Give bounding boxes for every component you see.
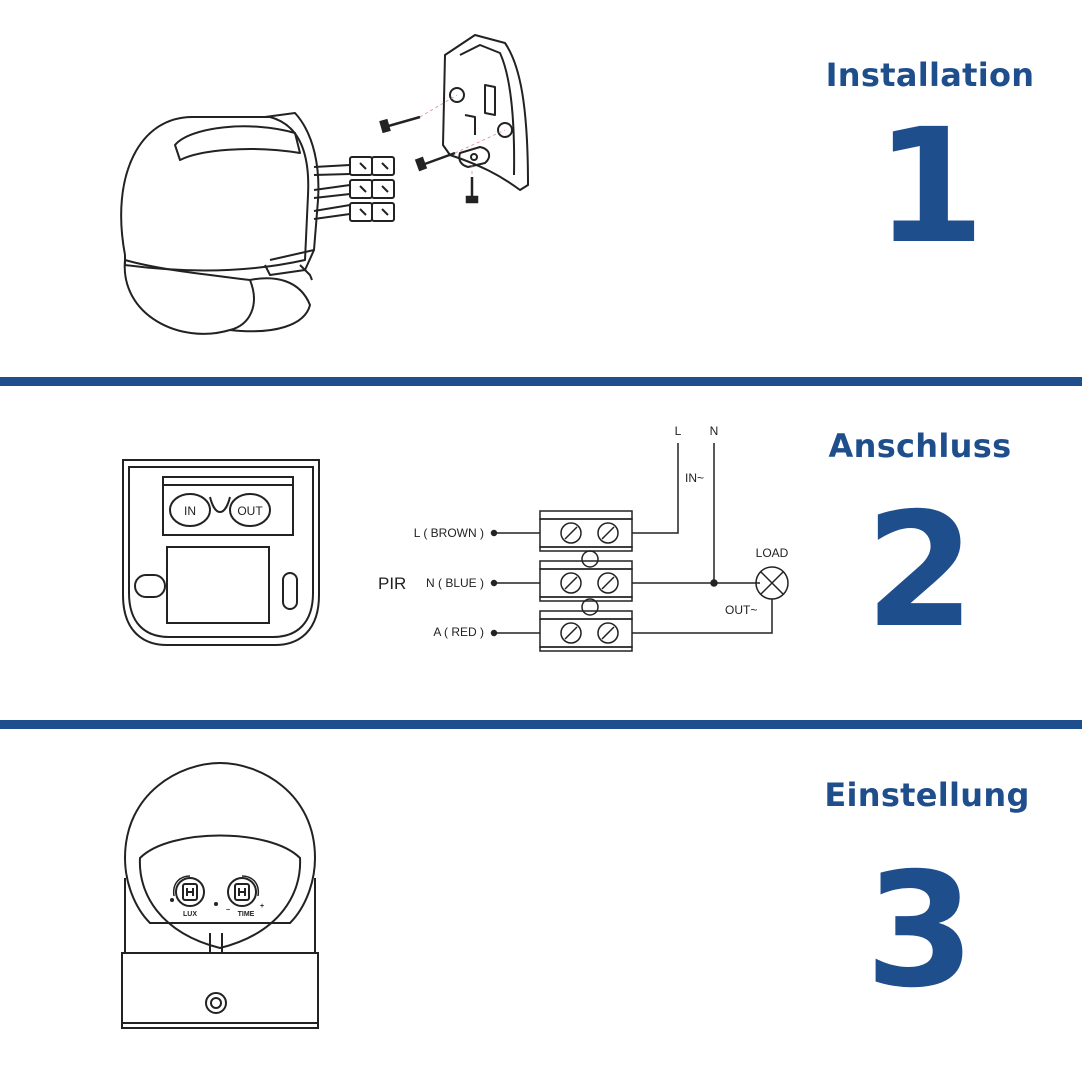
cable-3 [313,204,351,212]
sensor-face [138,834,302,950]
screw-3 [465,177,479,204]
load-lamp-icon [755,566,789,600]
terminal-row-brown [539,510,633,552]
sensor-head [123,761,317,924]
wall-mount-plate [442,34,529,191]
line-n-wire [632,443,760,584]
terminal-row-red [539,610,633,652]
sensor-window [174,125,301,161]
cable-1 [313,164,351,168]
line-l-label: L [675,424,682,438]
lux-label: LUX [183,911,197,918]
step-2-number: 2 [865,479,975,663]
sensor-cutout [166,546,270,624]
mount-bracket [458,146,491,168]
step-3-title: Einstellung [824,776,1030,814]
time-plus-label: + [260,903,264,910]
output-wire [632,599,773,634]
installation-drawing [120,34,529,335]
sensor-dome [120,115,310,272]
sensor-lens [123,259,255,335]
wire-brown-label: L ( BROWN ) [414,526,484,540]
mount-slot-right [282,572,298,610]
back-plate-outline [122,459,320,646]
mount-slot-left [134,574,166,598]
step-1-title: Installation [825,56,1035,94]
sensor-base [264,112,320,261]
line-l-wire [632,443,679,534]
time-label: TIME [238,911,255,918]
lux-dial[interactable] [172,875,205,907]
screw-1 [379,115,421,134]
pir-label: PIR [378,574,406,593]
sensor-mount-box [121,952,319,1029]
sensor-adjustment-drawing: LUX TIME − + [121,761,319,1029]
section-divider-2 [0,720,1082,729]
spacer-2 [581,598,599,616]
in-terminal-label: IN [184,504,196,518]
input-label: IN~ [685,471,704,485]
load-label: LOAD [756,546,789,560]
section-divider-1 [0,377,1082,386]
time-minus-label: − [226,907,230,914]
mount-screw-hole [205,992,227,1014]
terminal-block [349,156,395,222]
line-n-label: N [710,424,719,438]
cable-2 [313,184,351,191]
out-terminal-label: OUT [237,504,263,518]
terminal-row-blue [539,560,633,602]
indicator-led [214,902,218,906]
output-label: OUT~ [725,603,757,617]
back-plate-drawing: IN OUT [122,459,320,646]
screw-2 [414,151,456,172]
wire-blue-label: N ( BLUE ) [426,576,484,590]
terminal-housing [162,476,294,536]
step-1-number: 1 [875,95,985,279]
step-3-number: 3 [865,839,975,1023]
sensor-housing [124,878,316,954]
wire-red-label: A ( RED ) [433,625,484,639]
time-dial[interactable] [227,875,260,907]
spacer-1 [581,550,599,568]
wiring-diagram: PIR L ( BROWN ) N ( BLUE ) A ( RED ) L N… [378,424,789,652]
step-2-title: Anschluss [828,427,1012,465]
